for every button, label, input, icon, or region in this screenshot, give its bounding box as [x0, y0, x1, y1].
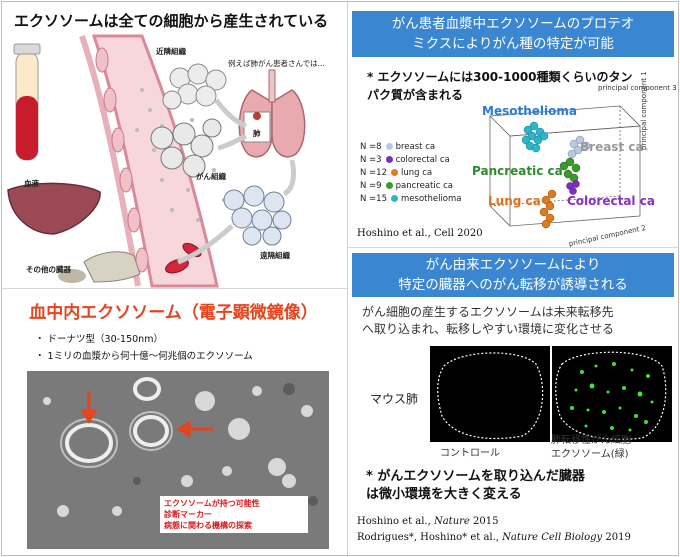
caption-line: 病態に関わる機構の探索: [164, 521, 252, 530]
metastatic-label-line2: エクソソーム(緑): [551, 449, 629, 460]
control-micrograph: [430, 346, 550, 442]
exosome-origin-illustration: [7, 34, 306, 288]
q2-subtitle: * エクソソームには300-1000種類くらいのタン パク質が含まれる: [367, 68, 667, 104]
axis-label-pc3: principal component 3: [598, 84, 677, 92]
q4-body-line1: がん細胞の産生するエクソソームは未来転移先: [362, 305, 614, 319]
q2-title-line2: ミクスによりがん種の特定が可能: [412, 36, 614, 52]
control-lung-image: [437, 352, 544, 440]
q3-title: 血中内エクソソーム（電子顕微鏡像）: [29, 303, 318, 323]
label-adjacent-tissue: 近隣組織: [156, 47, 186, 56]
q4-note: * がんエクソソームを取り込んだ臓器 は微小環境を大きく変える: [366, 468, 585, 504]
label-distant-tissue: 遠隔組織: [260, 251, 290, 260]
q4-title-line1: がん由来エクソソームにより: [425, 257, 601, 273]
bullet-item: ・ ドーナツ型（30-150nm）: [35, 334, 163, 345]
metastatic-label-line1: 肺転移性がん細胞: [551, 435, 631, 446]
cluster-label-pancreatic: Pancreatic ca: [472, 164, 563, 178]
q2-citation: Hoshino et al., Cell 2020: [357, 228, 483, 239]
pca-3d-plot: [489, 105, 641, 229]
label-example-note: 例えば肺がん患者さんでは...: [228, 59, 325, 68]
q1-title: エクソソームは全ての細胞から産生されている: [14, 12, 329, 30]
bullet-item: ・ 1ミリの血漿から何十億～何兆個のエクソソーム: [35, 351, 253, 362]
q4-title-bar: がん由来エクソソームにより 特定の臓器へのがん転移が誘導される: [352, 253, 674, 297]
q4-body: がん細胞の産生するエクソソームは未来転移先 へ取り込まれ、転移しやすい環境に変化…: [362, 304, 674, 338]
q2-subtitle-line1: * エクソソームには300-1000種類くらいのタン: [367, 70, 633, 84]
colorectal-dot-icon: [385, 156, 393, 163]
label-cancer-tissue: がん組織: [196, 172, 226, 181]
q4-note-line2: は微小環境を大きく変える: [366, 487, 522, 502]
q2-title-bar: がん患者血漿中エクソソームのプロテオ ミクスによりがん種の特定が可能: [352, 11, 674, 57]
cluster-label-mesothelioma: Mesothelioma: [482, 104, 577, 118]
q4-body-line2: へ取り込まれ、転移しやすい環境に変化させる: [362, 322, 615, 336]
right-divider: [348, 247, 678, 248]
lung-dot-icon: [391, 169, 398, 176]
cluster-label-colorectal: Colorectal ca: [567, 194, 655, 208]
metastatic-micrograph: [552, 346, 672, 442]
em-caption: エクソソームが持つ可能性 診断マーカー 病態に関わる機構の探索: [160, 496, 308, 533]
breast-dot-icon: [385, 143, 393, 150]
mouse-lung-label: マウス肺: [370, 392, 419, 406]
vertical-divider: [347, 2, 348, 555]
cluster-label-breast: Breast ca: [580, 140, 644, 154]
metastatic-label: 肺転移性がん細胞 エクソソーム(緑): [551, 434, 631, 462]
em-bullets: ・ ドーナツ型（30-150nm） ・ 1ミリの血漿から何十億～何兆個のエクソソ…: [27, 327, 329, 371]
label-lung: 肺: [253, 129, 261, 138]
mesothelioma-dot-icon: [391, 195, 398, 202]
label-other-organs: その他の臓器: [26, 265, 71, 274]
axis-label-pc1: principal component 1: [640, 71, 648, 150]
label-blood: 血液: [24, 179, 39, 188]
q4-title-line2: 特定の臓器へのがん転移が誘導される: [398, 277, 628, 293]
metastatic-lung-image: [555, 351, 667, 440]
pancreatic-dot-icon: [385, 182, 393, 189]
caption-line: 診断マーカー: [164, 510, 212, 519]
q4-note-line1: * がんエクソソームを取り込んだ臓器: [366, 469, 585, 484]
q4-citation-2: Rodrigues*, Hoshino* et al., Nature Cell…: [357, 532, 631, 543]
left-divider: [2, 288, 347, 289]
caption-line: エクソソームが持つ可能性: [164, 499, 260, 508]
q4-citation-1: Hoshino et al., Nature 2015: [357, 516, 499, 527]
q2-title-line1: がん患者血漿中エクソソームのプロテオ: [391, 16, 635, 32]
control-label: コントロール: [440, 448, 500, 459]
q2-subtitle-line2: パク質が含まれる: [367, 88, 464, 102]
cluster-label-lung: Lung ca: [488, 194, 541, 208]
